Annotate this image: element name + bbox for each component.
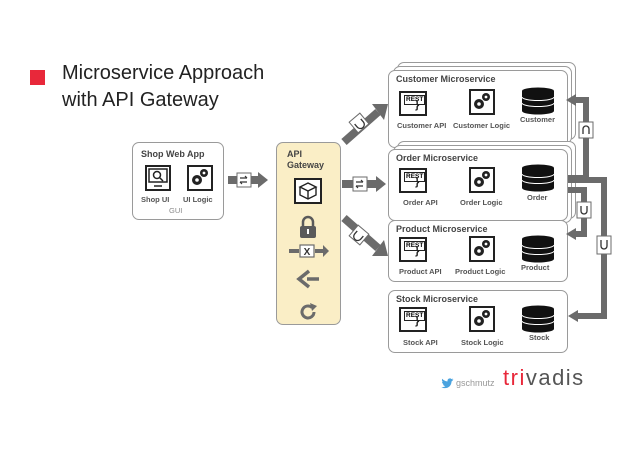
product-rest-api-icon: REST} [399,237,427,262]
lock-icon [300,215,316,238]
stock-rest-api-icon: REST} [399,307,427,332]
stock-microservice-box: Stock Microservice REST} Stock API Stock… [388,290,568,353]
shop-ui-label: Shop UI [141,195,170,204]
rest-tag: REST [404,311,426,321]
order-api-label: Order API [403,198,438,207]
customer-logic-gears-icon [469,89,495,115]
gateway-title-line-1: API [287,149,303,159]
stock-database-icon [521,305,555,333]
api-gateway-box: API Gateway X [276,142,341,325]
customer-microservice-title: Customer Microservice [396,74,496,84]
rest-tag: REST [404,95,426,105]
monitor-search-icon [145,165,171,191]
order-db-label: Order [527,193,548,202]
product-api-label: Product API [399,267,442,276]
shop-web-app-title: Shop Web App [141,149,205,159]
product-database-icon [521,235,555,263]
shop-web-app-box: Shop Web App Shop UI UI Logic GUI [132,142,224,220]
order-rest-api-icon: REST} [399,168,427,193]
order-logic-label: Order Logic [460,198,503,207]
gateway-to-customer-arrow [341,104,388,145]
order-database-icon [521,164,555,192]
gui-label: GUI [169,206,183,215]
twitter-bird-icon [441,378,454,389]
stock-microservice-title: Stock Microservice [396,294,479,304]
gateway-title: API Gateway [287,149,324,171]
title-line-2: with API Gateway [62,89,219,111]
rest-tag: REST [404,172,426,182]
gateway-title-line-2: Gateway [287,160,325,170]
order-microservice-box: Order Microservice REST} Order API Order… [388,149,568,221]
title-line-1: Microservice Approach [62,62,265,84]
order-to-stock-connector [568,177,612,322]
gateway-to-order-arrow [342,176,386,192]
split-arrows-icon [296,269,319,289]
svg-text:X: X [304,247,311,258]
product-db-label: Product [521,263,550,272]
gears-icon [187,165,213,191]
customer-api-label: Customer API [397,121,447,130]
shop-to-gateway-arrow [228,172,268,188]
brand-logo: trivadis [503,365,585,391]
rest-tag: REST [404,241,426,251]
package-icon [294,178,322,204]
customer-rest-api-icon: REST} [399,91,427,116]
order-to-product-connector [566,187,592,240]
stock-api-label: Stock API [403,338,438,347]
stock-db-label: Stock [529,333,550,342]
gateway-to-product-arrow [341,215,388,256]
product-microservice-title: Product Microservice [396,224,488,234]
filter-x-icon: X [289,244,329,258]
order-microservice-title: Order Microservice [396,153,479,163]
product-microservice-box: Product Microservice REST} Product API P… [388,220,568,282]
stock-logic-label: Stock Logic [461,338,504,347]
product-logic-label: Product Logic [455,267,506,276]
refresh-icon [300,303,317,320]
stock-logic-gears-icon [469,306,495,332]
brand-prefix: tri [503,365,526,390]
author-handle: gschmutz [456,378,495,388]
customer-db-label: Customer [520,115,556,124]
customer-microservice-box: Customer Microservice REST} Customer API… [388,70,568,148]
brand-suffix: vadis [525,365,585,390]
ui-logic-label: UI Logic [183,195,213,204]
product-logic-gears-icon [469,236,495,262]
customer-logic-label: Customer Logic [453,121,511,130]
order-logic-gears-icon [469,167,495,193]
title-bullet [30,70,45,85]
customer-database-icon [521,87,555,115]
